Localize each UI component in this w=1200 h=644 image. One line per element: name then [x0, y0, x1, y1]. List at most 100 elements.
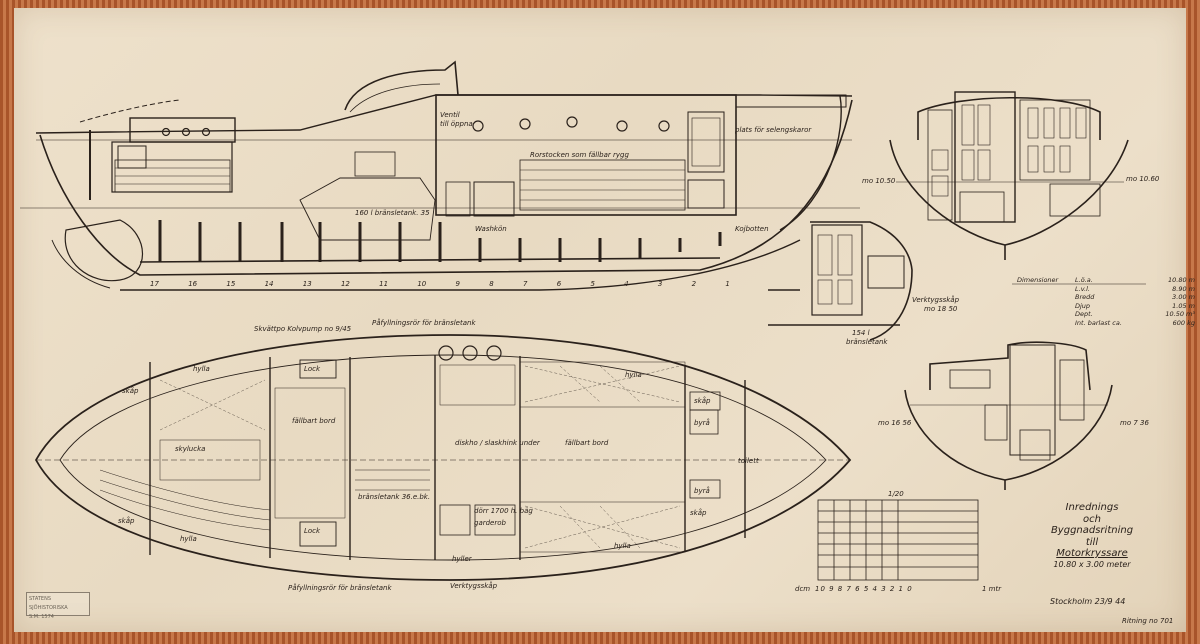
section-view-1 — [889, 91, 1129, 260]
section-view-3 — [904, 341, 1113, 490]
profile-label: Kojbotten — [735, 225, 769, 233]
title-line-2: och — [1083, 513, 1101, 525]
plan-view — [34, 334, 852, 581]
title-block: Inrednings och Byggnadsritning till Moto… — [1032, 502, 1152, 569]
plan-label: skylucka — [175, 445, 206, 453]
dimension-row: Djup 1.05 m — [1075, 302, 1195, 311]
station-number: 10 — [417, 280, 427, 288]
profile-label: plats för selengskaror — [735, 126, 812, 134]
plan-label: Lock — [304, 365, 321, 373]
stamp-line-2: S.M. 1574 — [29, 614, 54, 620]
scale-unit-left: dcm — [795, 585, 811, 593]
plan-label: garderob — [474, 519, 506, 527]
title-line-4: till — [1085, 536, 1099, 548]
section-view-2 — [768, 221, 913, 341]
section-label: mo 7 36 — [1120, 419, 1149, 427]
station-number: 16 — [188, 280, 198, 288]
section-label: mo 10.50 — [862, 177, 896, 185]
plan-label: hylla — [625, 371, 642, 379]
plan-label: hyller — [452, 555, 472, 563]
plan-label: skåp — [694, 397, 711, 405]
plan-label: fällbart bord — [565, 439, 609, 447]
plan-label: dörr 1700 h. bäg — [474, 507, 533, 515]
section-label: bränsletank — [846, 338, 888, 346]
plan-label: Påfyllningsrör för bränsletank — [372, 319, 476, 327]
station-number: 2 — [691, 280, 697, 288]
dimension-row: L.ö.a. 10.80 m — [1075, 276, 1195, 285]
plan-label: skåp — [118, 517, 135, 525]
drawing-sheet — [14, 8, 1186, 632]
plan-label: diskho / slaskhink under — [455, 439, 540, 447]
dimension-name: Dept. — [1075, 310, 1093, 319]
profile-label: Ventil — [440, 111, 460, 119]
scale-unit-right: 1 mtr — [982, 585, 1002, 593]
stamp-line-1: STATENS SJÖHISTORISKA — [29, 596, 68, 611]
profile-label: 160 l bränsletank. 35 — [355, 209, 430, 217]
section-label: 154 l — [852, 329, 870, 337]
profile-label: till öppna — [440, 120, 473, 128]
plan-label: hylla — [180, 535, 197, 543]
station-number: 9 — [455, 280, 460, 288]
station-number: 17 — [150, 280, 159, 288]
dimension-row: Bredd 3.00 m — [1075, 293, 1195, 302]
dimension-value: 8.90 m — [1172, 284, 1195, 293]
station-numbers: 17 16 15 14 13 12 11 10 9 8 7 6 5 4 3 2 … — [150, 280, 730, 288]
dimension-name: L.v.l. — [1075, 284, 1090, 293]
station-number: 7 — [522, 280, 528, 288]
station-number: 4 — [624, 280, 629, 288]
station-number: 13 — [302, 280, 312, 288]
plan-label: Skvättpo Kolvpump no 9/45 — [254, 325, 352, 333]
plan-label: hylla — [614, 542, 631, 550]
dimension-value: 10.50 m³ — [1165, 310, 1195, 319]
plan-label: toilett — [738, 457, 759, 465]
title-line-6: 10.80 x 3.00 meter — [1053, 559, 1131, 569]
archive-stamp: STATENS SJÖHISTORISKA S.M. 1574 — [26, 592, 90, 620]
plan-label: Verktygsskåp — [450, 582, 498, 590]
station-number: 12 — [340, 280, 350, 288]
section-label: mo 16 56 — [878, 419, 912, 427]
plan-label: byrå — [694, 487, 710, 495]
dimension-row: Int. barlast ca. 600 kg — [1075, 319, 1195, 328]
profile-label: Washkön — [475, 225, 507, 233]
dimension-value: 600 kg — [1172, 318, 1195, 327]
place-date: Stockholm 23/9 44 — [1050, 597, 1126, 606]
plan-label: Lock — [304, 527, 321, 535]
profile-label: Rorstocken som fällbar rygg — [530, 151, 629, 159]
plan-label: skåp — [122, 387, 139, 395]
dimension-value: 3.00 m — [1172, 293, 1195, 302]
plan-label: fällbart bord — [292, 417, 336, 425]
title-line-5: Motorkryssare — [1056, 548, 1128, 559]
dimension-row: Dept. 10.50 m³ — [1075, 310, 1195, 319]
dimension-name: Djup — [1075, 301, 1091, 310]
station-number: 3 — [657, 280, 663, 288]
dimension-name: Bredd — [1075, 293, 1095, 302]
profile-view — [20, 60, 860, 291]
dimension-name: L.ö.a. — [1075, 276, 1093, 284]
plan-label: skåp — [690, 509, 707, 517]
plan-label: bränsletank 36.e.bk. — [358, 493, 431, 501]
scale-bar — [817, 499, 979, 581]
dimension-value: 10.80 m — [1167, 276, 1195, 284]
section-label: mo 10.60 — [1126, 175, 1160, 183]
scale-ratio: 1/20 — [888, 490, 904, 498]
plan-label: Påfyllningsrör för bränsletank — [288, 584, 392, 592]
station-number: 14 — [264, 280, 274, 288]
station-number: 5 — [590, 280, 595, 288]
dimension-name: Int. barlast ca. — [1075, 318, 1122, 327]
station-number: 11 — [379, 280, 389, 288]
section-label: Verktygsskåp — [912, 296, 960, 304]
drawing-number: Ritning no 701 — [1122, 617, 1174, 625]
dimension-row: L.v.l. 8.90 m — [1075, 285, 1195, 294]
plan-label: byrå — [694, 419, 710, 427]
station-number: 8 — [489, 280, 494, 288]
title-line-3: Byggnadsritning — [1050, 525, 1134, 536]
section-label: mo 18 50 — [924, 305, 958, 313]
title-line-1: Inrednings — [1065, 502, 1119, 513]
station-number: 6 — [556, 280, 562, 288]
dimensions-heading: Dimensioner — [1017, 276, 1059, 284]
station-number: 15 — [226, 280, 236, 288]
dimension-value: 1.05 m — [1172, 301, 1195, 310]
plan-label: hylla — [193, 365, 210, 373]
scale-digits: 10 9 8 7 6 5 4 3 2 1 0 — [815, 585, 913, 593]
